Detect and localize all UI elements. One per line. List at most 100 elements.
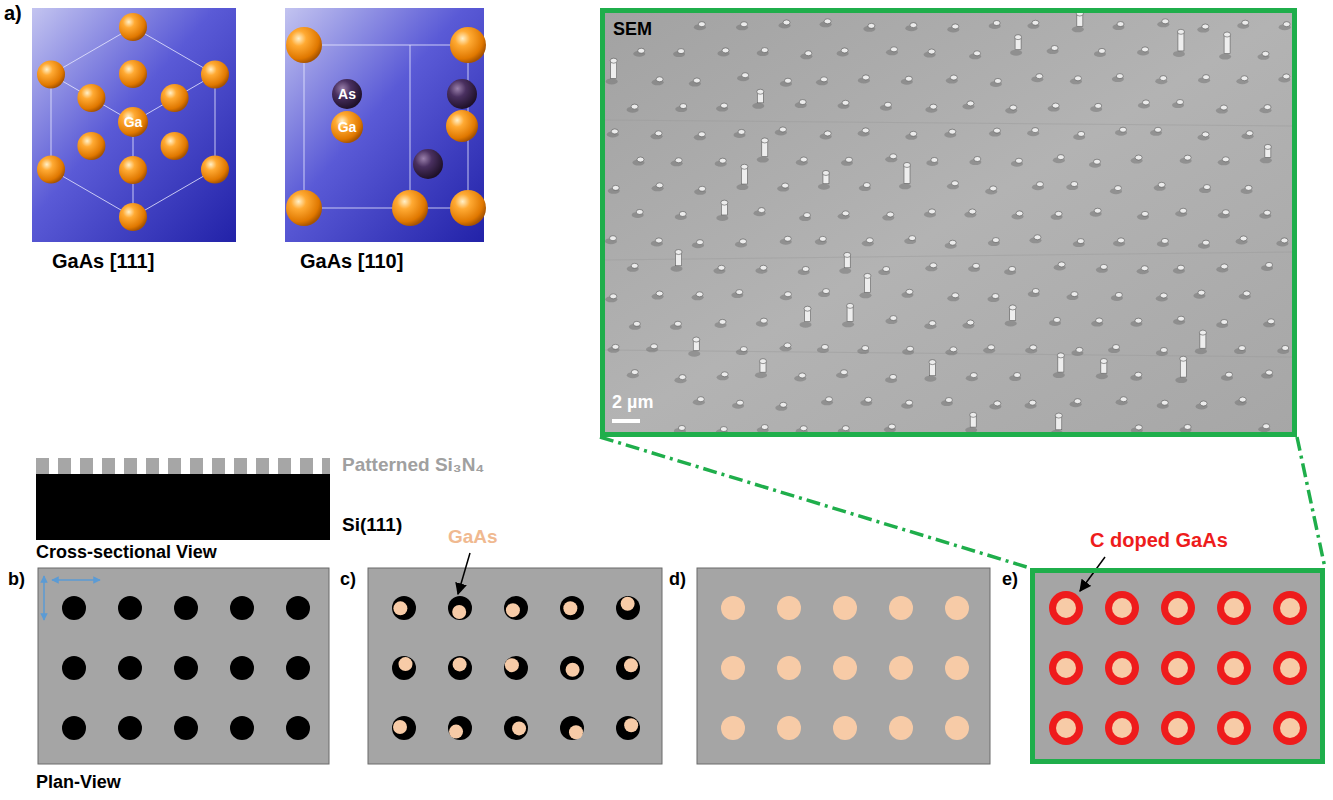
plan-view-panel: b) (38, 568, 329, 764)
nanowire-shadow (1175, 377, 1187, 383)
nanowire-top (737, 400, 744, 405)
nanowire-top (1113, 345, 1120, 350)
gaas-nucleus (569, 725, 583, 739)
panel-caption: GaAs [110] (300, 250, 403, 273)
plan-view-panel: d) (697, 568, 990, 764)
nanowire-shadow (899, 183, 911, 189)
nanowire-top (1120, 127, 1127, 132)
nanowire-top (1283, 74, 1290, 79)
gaas-nucleus (393, 601, 407, 615)
nanowire-top (1115, 292, 1122, 297)
nanowire-top (784, 343, 791, 348)
mask-opening (118, 716, 142, 740)
mask-opening (616, 596, 640, 620)
nanowire-top (974, 157, 981, 162)
mask-opening (62, 596, 86, 620)
nanowire-top (1120, 397, 1127, 402)
view-label: Cross-sectional View (36, 542, 217, 563)
nanowire-shadow (965, 427, 977, 432)
nanowire-top (970, 412, 977, 417)
nanowire-top (950, 75, 957, 80)
gaas-nucleus (1168, 658, 1188, 678)
gallium-atom (161, 84, 189, 112)
atom-label: As (338, 86, 356, 102)
mask-opening (286, 596, 310, 620)
nanowire-top (718, 265, 725, 270)
nanowire-top (890, 374, 897, 379)
nanowire-top (1264, 144, 1271, 149)
nanowire-top (890, 47, 897, 52)
nanowire-shadow (1173, 51, 1185, 57)
nanowire-top (1241, 76, 1248, 81)
gaas-nucleus (1224, 658, 1244, 678)
nanowire-top (844, 252, 851, 257)
mask-opening (286, 716, 310, 740)
nanowire-shadow (1051, 430, 1063, 432)
doped-shell (1049, 591, 1083, 625)
plan-view-panel: c)GaAs (368, 568, 662, 764)
gaas-nucleus (1280, 658, 1300, 678)
nanowire-shadow (716, 215, 728, 221)
nanowire-top (990, 186, 997, 191)
nanowire-top (864, 273, 871, 278)
nanowire-top (760, 265, 767, 270)
mask-opening (392, 716, 416, 740)
doped-shell (1161, 651, 1195, 685)
nanowire-top (699, 186, 706, 191)
nanowire-top (1034, 235, 1041, 240)
mask-opening (504, 656, 528, 680)
nanowire-top (907, 346, 914, 351)
nanowire-top (970, 373, 977, 378)
gaas-nucleus (1168, 598, 1188, 618)
nanowire-shadow (1195, 348, 1207, 354)
doped-shell (1273, 651, 1307, 685)
nanowire-shadow (1260, 157, 1272, 163)
nanowire-top (1096, 318, 1103, 323)
gaas-nucleus (1056, 598, 1076, 618)
nanowire-shadow (1010, 50, 1022, 56)
nanowire-top (1009, 305, 1016, 310)
nanowire-top (969, 209, 976, 214)
nanowire-top (804, 213, 811, 218)
gaas-nucleus (398, 657, 412, 671)
gaas-nucleus (1112, 718, 1132, 738)
nanowire-top (633, 321, 640, 326)
mask-opening (560, 596, 584, 620)
nanowire-top (1076, 13, 1083, 16)
nanowire-top (1203, 75, 1210, 80)
nanowire-top (1055, 211, 1062, 216)
gallium-atom (119, 156, 147, 184)
nanowire-top (905, 76, 912, 81)
nanowire-top (736, 290, 743, 295)
nanowire-top (1262, 51, 1269, 56)
doped-shell (1161, 711, 1195, 745)
nanowire-top (1100, 359, 1107, 364)
mask-opening (62, 716, 86, 740)
nanowire-top (945, 398, 952, 403)
nanowire-shadow (736, 184, 748, 190)
gaas-nucleus (1112, 658, 1132, 678)
nanowire-top (1225, 372, 1232, 377)
mask-opening (392, 596, 416, 620)
nanowire-top (847, 303, 854, 308)
nanowire-top (949, 129, 956, 134)
nanowire-top (674, 321, 681, 326)
nanowire-top (1246, 131, 1253, 136)
nanowire-top (805, 51, 812, 56)
nanowire-top (804, 306, 811, 311)
nanowire-top (1160, 347, 1167, 352)
nanowire-top (909, 236, 916, 241)
nanowire-top (865, 397, 872, 402)
nanowire-top (887, 212, 894, 217)
nanowire-top (1094, 208, 1101, 213)
gallium-atom (446, 110, 478, 142)
gaas-island (777, 596, 801, 620)
mask-opening (448, 716, 472, 740)
nanowire-top (1161, 238, 1168, 243)
doped-shell (1049, 711, 1083, 745)
nanowire-top (1053, 317, 1060, 322)
gallium-atom (77, 132, 105, 160)
layer-label: Si(111) (342, 514, 402, 536)
arsenic-atom (332, 79, 362, 109)
mask-opening (392, 656, 416, 680)
